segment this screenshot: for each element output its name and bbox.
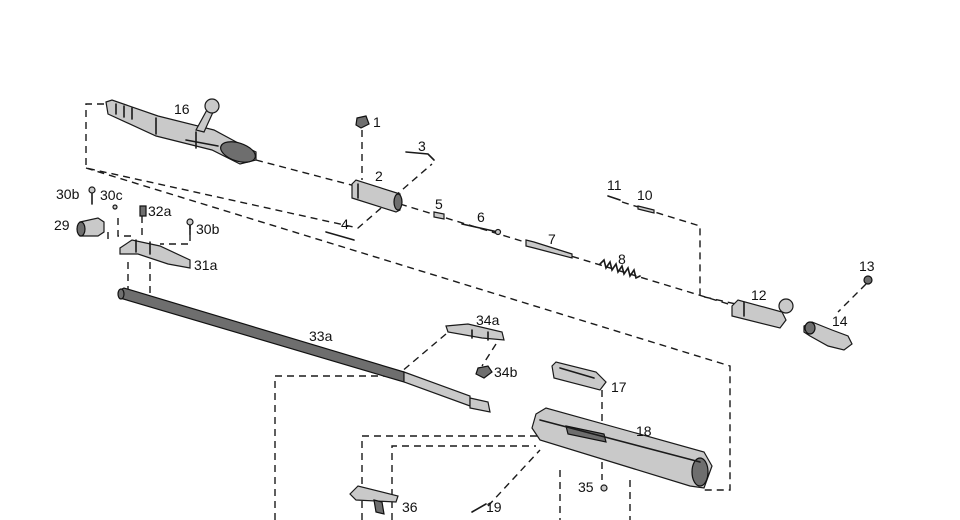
label-34a: 34a xyxy=(476,312,500,328)
label-17: 17 xyxy=(611,379,627,395)
part-29-bushing xyxy=(76,217,105,237)
part-34b-clip xyxy=(475,365,493,379)
label-19: 19 xyxy=(486,499,502,515)
part-16-bolt xyxy=(105,98,257,165)
part-30c-washer xyxy=(112,204,118,210)
label-14: 14 xyxy=(832,313,848,329)
label-34b: 34b xyxy=(494,364,518,380)
label-33a: 33a xyxy=(309,328,333,344)
label-8: 8 xyxy=(618,251,626,267)
label-18: 18 xyxy=(636,423,652,439)
part-6-rod xyxy=(461,223,502,236)
label-4: 4 xyxy=(341,216,349,232)
part-13-screw xyxy=(863,275,873,285)
part-35-screw xyxy=(600,484,608,492)
part-1-nut xyxy=(355,115,370,129)
part-7-firing-pin xyxy=(525,239,573,259)
part-31a-mount xyxy=(119,239,191,269)
label-5: 5 xyxy=(435,196,443,212)
part-3-wire xyxy=(405,151,435,161)
part-2-cylinder xyxy=(351,179,403,213)
label-6: 6 xyxy=(477,209,485,225)
label-2: 2 xyxy=(375,168,383,184)
part-30b-screw-left xyxy=(88,186,96,205)
part-32a-stud xyxy=(139,205,147,217)
part-4-pin xyxy=(325,231,355,241)
part-19-pin xyxy=(471,503,487,513)
part-30b-screw-right xyxy=(186,218,194,235)
label-13: 13 xyxy=(859,258,875,274)
label-30b-left: 30b xyxy=(56,186,80,202)
part-8-spring xyxy=(599,258,641,280)
label-11: 11 xyxy=(607,177,622,193)
part-10-pin xyxy=(637,205,655,214)
label-7: 7 xyxy=(548,231,556,247)
part-11-pin xyxy=(607,195,621,201)
part-5-sleeve xyxy=(433,211,445,220)
part-18-receiver xyxy=(531,407,713,489)
label-16: 16 xyxy=(174,101,190,117)
part-14-knob xyxy=(803,321,853,351)
part-12-cocking-piece xyxy=(731,298,794,329)
label-12: 12 xyxy=(751,287,767,303)
part-34a-plate xyxy=(445,323,505,341)
label-36: 36 xyxy=(402,499,418,515)
part-number-labels: 16 1 3 2 4 5 6 7 8 11 10 12 13 14 30b 30… xyxy=(54,101,875,515)
label-3: 3 xyxy=(418,138,426,154)
label-32a: 32a xyxy=(148,203,172,219)
part-36-bracket xyxy=(349,485,399,515)
label-29: 29 xyxy=(54,217,70,233)
part-33a-barrel xyxy=(117,287,491,413)
label-30c: 30c xyxy=(100,187,123,203)
label-31a: 31a xyxy=(194,257,218,273)
part-17-extractor xyxy=(551,361,607,391)
label-10: 10 xyxy=(637,187,653,203)
label-35: 35 xyxy=(578,479,594,495)
label-1: 1 xyxy=(373,114,381,130)
label-30b-right: 30b xyxy=(196,221,220,237)
